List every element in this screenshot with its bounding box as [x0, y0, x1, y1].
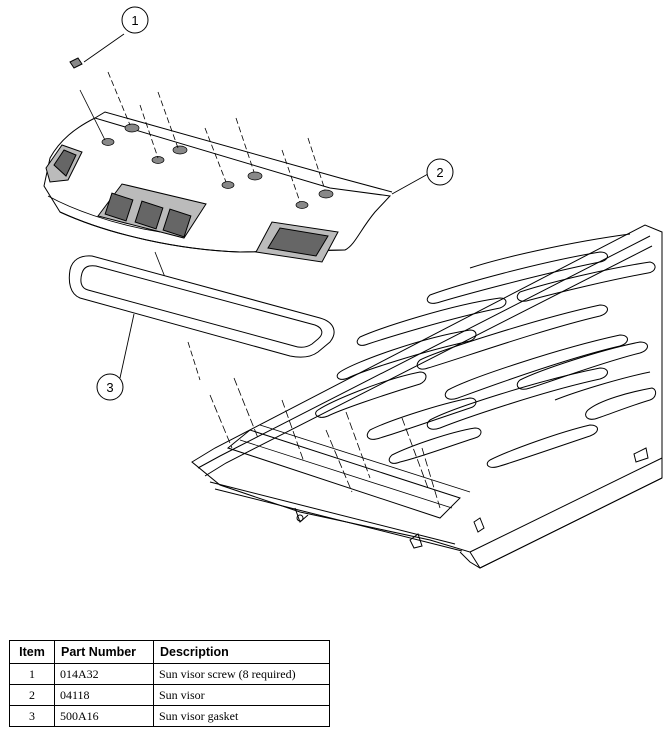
row-part-number: 500A16: [54, 705, 154, 727]
header-item: Item: [9, 640, 55, 664]
header-part-number: Part Number: [54, 640, 154, 664]
row-item: 1: [9, 663, 55, 685]
callout-1: 1: [83, 6, 149, 63]
roof-panel: [191, 224, 663, 569]
parts-table: Item Part Number Description 1 014A32 Su…: [9, 640, 330, 727]
table-row: 3 500A16 Sun visor gasket: [9, 705, 330, 727]
table-row: 1 014A32 Sun visor screw (8 required): [9, 663, 330, 685]
callout-2-number: 2: [436, 165, 443, 180]
row-description: Sun visor: [153, 684, 330, 706]
parts-table-header-row: Item Part Number Description: [9, 640, 330, 664]
row-item: 2: [9, 684, 55, 706]
table-row: 2 04118 Sun visor: [9, 684, 330, 706]
exploded-view-diagram: 1 2 3: [43, 6, 663, 569]
row-item: 3: [9, 705, 55, 727]
row-part-number: 04118: [54, 684, 154, 706]
callout-3: 3: [96, 313, 135, 401]
row-part-number: 014A32: [54, 663, 154, 685]
header-description: Description: [153, 640, 330, 664]
row-description: Sun visor screw (8 required): [153, 663, 330, 685]
callout-3-number: 3: [106, 380, 113, 395]
sun-visor-screw-part: [69, 57, 83, 69]
sun-visor-gasket-part: [68, 255, 335, 358]
sun-visor-part: [43, 111, 393, 263]
callout-2: 2: [391, 158, 454, 195]
callout-1-number: 1: [131, 13, 138, 28]
row-description: Sun visor gasket: [153, 705, 330, 727]
